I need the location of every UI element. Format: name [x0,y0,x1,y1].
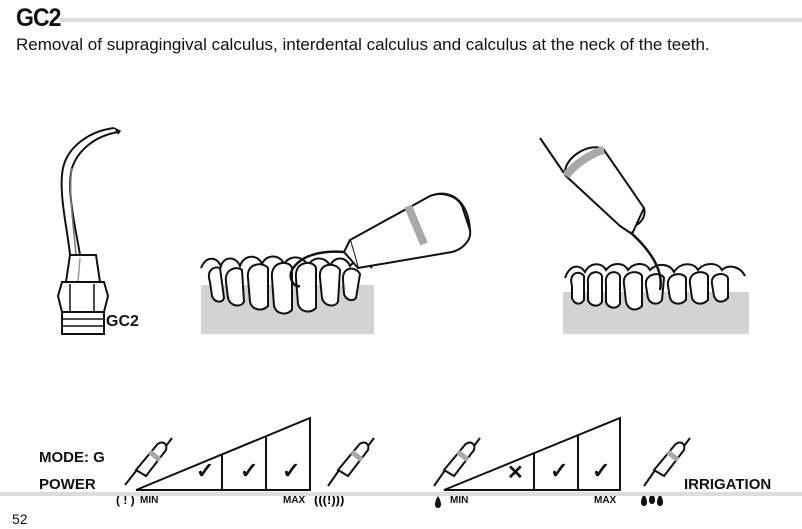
power-max-label: MAX [283,495,306,506]
irrigation-max-label: MAX [594,495,617,506]
page-title: GC2 [16,4,61,32]
power-label: POWER [39,476,96,493]
power-level-1-check-icon: ✓ [196,458,215,483]
power-level-3-check-icon: ✓ [282,458,301,483]
power-min-label: MIN [140,495,159,506]
footer-divider [0,492,802,496]
instrument-description: Removal of supragingival calculus, inter… [16,35,710,54]
svg-text:( ! ): ( ! ) [116,493,135,507]
power-level-2-check-icon: ✓ [240,458,259,483]
irrigation-level-2-check-icon: ✓ [550,458,569,483]
irrigation-level-1-cross-icon: ✕ [507,462,524,484]
mode-label: MODE: G [39,449,105,466]
tip-label: GC2 [106,313,139,330]
irrigation-level-3-check-icon: ✓ [592,458,611,483]
title-divider [60,18,802,22]
page-number: 52 [12,511,28,527]
irrigation-min-label: MIN [450,495,469,506]
irrigation-label: IRRIGATION [684,476,772,493]
